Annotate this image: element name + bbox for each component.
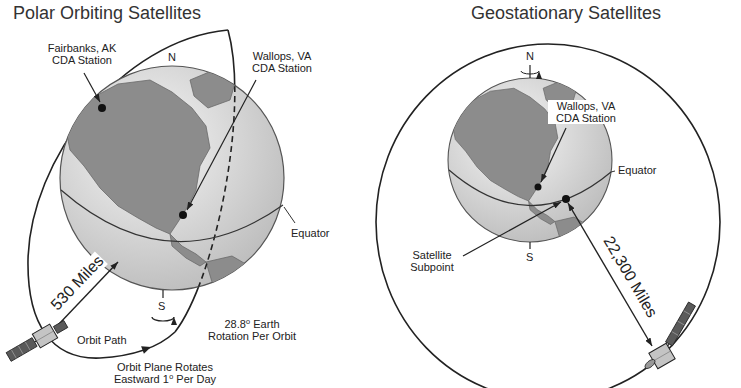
pole-label: N	[525, 50, 535, 62]
rotation-arrow	[521, 71, 539, 74]
station-dot	[535, 184, 542, 191]
panel-title: Polar Orbiting Satellites	[12, 4, 202, 24]
orbit-path-line	[376, 44, 720, 388]
axis-line	[162, 290, 163, 298]
orbit-label: Orbit Path	[76, 334, 128, 346]
leader-line	[611, 171, 615, 172]
station-label: Wallops, VA CDA Station	[244, 50, 320, 74]
axis-line	[529, 242, 530, 249]
subpoint-dot	[562, 195, 570, 203]
panel-title: Geostationary Satellites	[470, 4, 662, 24]
equator-label: Equator	[617, 164, 658, 176]
orbit-path-dashed	[175, 30, 235, 332]
pole-label: S	[525, 251, 534, 263]
orbit-arrowhead	[141, 346, 151, 354]
station-label: Fairbanks, AK CDA Station	[42, 42, 122, 66]
equator-line	[449, 170, 611, 206]
station-label: Wallops, VA CDA Station	[548, 100, 624, 124]
rotation-note: Orbit Plane Rotates Eastward 1⁰ Per Day	[108, 361, 222, 385]
pole-label: S	[157, 300, 166, 312]
satellite-icon	[6, 317, 70, 361]
leader-arrow	[463, 202, 561, 256]
leader-arrow	[187, 80, 256, 210]
station-dot	[179, 211, 187, 219]
subpoint-label: Satellite Subpoint	[402, 249, 462, 273]
equator-line	[61, 190, 283, 242]
station-dot	[98, 104, 106, 112]
pole-label: N	[167, 51, 177, 63]
equator-label: Equator	[290, 227, 331, 239]
rotation-arrow	[152, 317, 174, 321]
leader-arrow	[84, 73, 100, 102]
leader-arrow	[541, 128, 566, 182]
leader-line	[284, 207, 295, 223]
rotation-note: 28.8⁰ Earth Rotation Per Orbit	[203, 318, 301, 342]
axis-line	[529, 65, 530, 78]
